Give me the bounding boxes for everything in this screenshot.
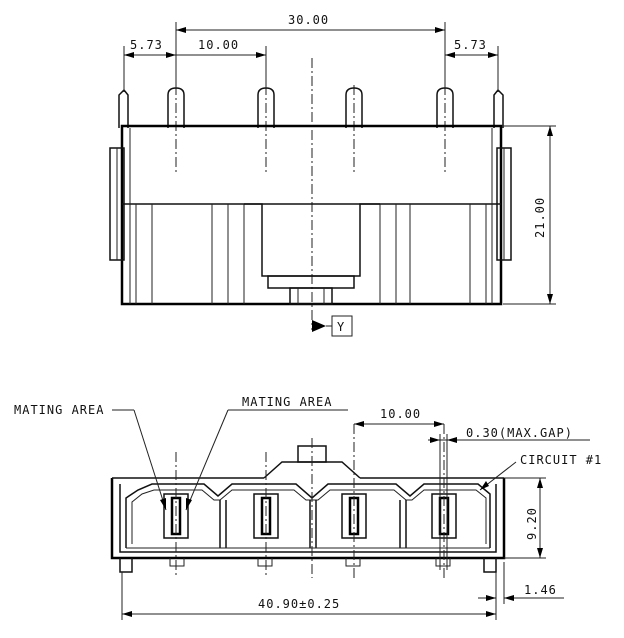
dim-height-front-label: 9.20 [525,507,539,540]
mating-area-left-label: MATING AREA [14,403,104,417]
datum-y-marker: Y [312,315,353,337]
dim-pitch-front: 10.00 [354,407,444,427]
dim-left-offset: 5.73 [123,38,176,92]
dim-pitch-top: 10.00 [176,38,267,88]
dim-height-front: 9.20 [504,477,546,559]
front-view: MATING AREA MATING AREA 10.00 0.30(M [14,395,602,620]
dim-right-offset: 5.73 [445,38,499,92]
circuit-label: CIRCUIT #1 [520,453,602,467]
datum-y-label: Y [337,320,345,334]
mating-area-right: MATING AREA [185,395,348,511]
dim-offset-label: 1.46 [524,583,557,597]
dim-left-offset-label: 5.73 [130,38,163,52]
dim-right-offset-label: 5.73 [454,38,487,52]
dim-offset: 1.46 [478,562,564,604]
right-latch [493,88,504,128]
dim-overall-label: 30.00 [288,13,329,27]
dim-pitch-front-label: 10.00 [380,407,421,421]
dim-height-top-label: 21.00 [533,197,547,238]
front-housing [110,478,506,560]
top-view: Y 30.00 5.73 10.00 [109,13,556,337]
left-latch [118,88,129,128]
dim-width-label: 40.90±0.25 [258,597,340,611]
mating-area-right-label: MATING AREA [242,395,332,409]
dim-pitch-top-label: 10.00 [198,38,239,52]
mating-area-left: MATING AREA [14,403,167,511]
pin [345,87,363,128]
circuit-label-callout: CIRCUIT #1 [479,453,602,491]
dim-height-top: 21.00 [503,125,556,305]
dim-width: 40.90±0.25 [121,572,497,620]
dim-gap: 0.30(MAX.GAP) [428,426,590,570]
dim-gap-label: 0.30(MAX.GAP) [466,426,573,440]
